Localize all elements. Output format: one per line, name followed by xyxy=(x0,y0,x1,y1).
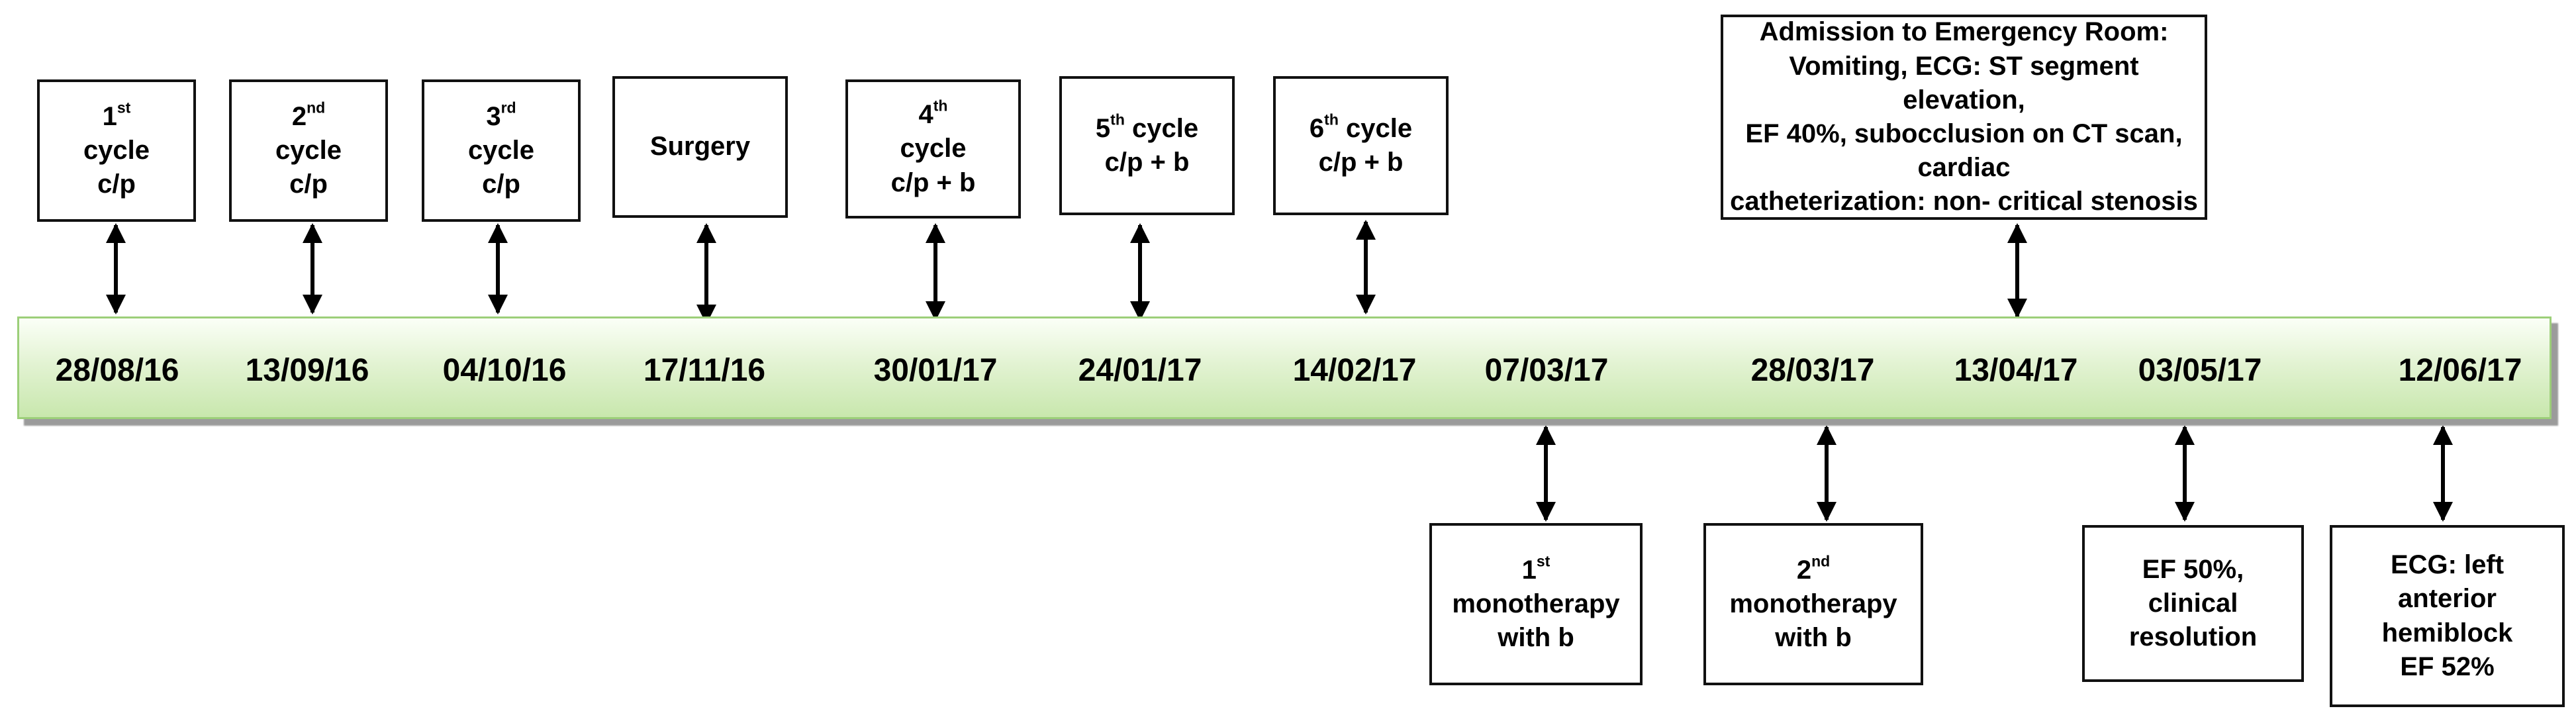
event-box-cycle-1: 1st cycle c/p xyxy=(37,79,196,222)
event-box-ef-50: EF 50%, clinical resolution xyxy=(2082,525,2304,682)
event-line: c/p xyxy=(289,169,328,199)
event-line: hemiblock xyxy=(2381,618,2513,648)
event-line: with b xyxy=(1775,623,1852,653)
event-line: anterior xyxy=(2398,584,2497,614)
event-line: cycle xyxy=(467,135,535,165)
timeline-date: 03/05/17 xyxy=(2138,353,2262,388)
timeline-date: 07/03/17 xyxy=(1484,353,1609,388)
event-line: with b xyxy=(1498,623,1574,653)
event-line: EF 50%, xyxy=(2142,554,2244,584)
event-line: 6th cycle xyxy=(1309,111,1413,143)
event-box-emergency-admission: Admission to Emergency Room: Vomiting, EC… xyxy=(1721,15,2207,220)
event-line: 1st xyxy=(1521,552,1550,585)
timeline-band xyxy=(17,316,2552,419)
event-line: c/p xyxy=(97,169,136,199)
timeline-date: 13/09/16 xyxy=(245,353,369,388)
event-line: Vomiting, ECG: ST segment elevation, xyxy=(1789,51,2139,115)
timeline-date: 30/01/17 xyxy=(873,353,998,388)
event-line: cycle xyxy=(83,135,150,165)
event-line: cycle xyxy=(275,135,342,165)
event-box-cycle-6: 6th cycle c/p + b xyxy=(1273,76,1449,215)
event-line: 3rd xyxy=(486,99,516,131)
event-box-ecg-hemiblock: ECG: left anterior hemiblock EF 52% xyxy=(2330,525,2565,707)
event-box-cycle-3: 3rd cycle c/p xyxy=(422,79,581,222)
timeline-date: 24/01/17 xyxy=(1078,353,1202,388)
event-line: ECG: left xyxy=(2390,550,2504,580)
event-line: clinical xyxy=(2148,588,2238,618)
event-line: resolution xyxy=(2128,622,2258,652)
event-line: c/p + b xyxy=(1318,148,1404,177)
timeline-date: 12/06/17 xyxy=(2398,353,2522,388)
event-line: c/p + b xyxy=(890,168,976,197)
timeline-date: 28/08/16 xyxy=(55,353,179,388)
timeline-date: 14/02/17 xyxy=(1292,353,1417,388)
event-box-cycle-5: 5th cycle c/p + b xyxy=(1059,76,1235,215)
event-box-monotherapy-2: 2nd monotherapy with b xyxy=(1703,523,1923,685)
event-line: EF 40%, subocclusion on CT scan, cardiac xyxy=(1745,119,2183,183)
event-line: monotherapy xyxy=(1452,589,1620,618)
event-line: 1st xyxy=(102,99,131,131)
event-box-cycle-4: 4th cycle c/p + b xyxy=(845,79,1021,218)
event-box-surgery: Surgery xyxy=(612,76,788,218)
event-line: cycle xyxy=(900,134,967,164)
event-line: 4th xyxy=(918,97,948,130)
event-line: 2nd xyxy=(1796,552,1831,585)
event-line: monotherapy xyxy=(1729,589,1897,618)
event-box-monotherapy-1: 1st monotherapy with b xyxy=(1429,523,1643,685)
event-line: 2nd xyxy=(291,99,326,131)
event-line: Surgery xyxy=(649,132,751,162)
timeline-date: 04/10/16 xyxy=(442,353,567,388)
event-box-cycle-2: 2nd cycle c/p xyxy=(229,79,388,222)
event-line: 5th cycle xyxy=(1095,111,1199,143)
timeline-date: 28/03/17 xyxy=(1750,353,1875,388)
event-line: Admission to Emergency Room: xyxy=(1759,17,2169,47)
event-line: c/p xyxy=(482,169,520,199)
timeline-date: 13/04/17 xyxy=(1954,353,2078,388)
event-line: c/p + b xyxy=(1104,148,1190,177)
timeline-date: 17/11/16 xyxy=(643,353,766,388)
event-line: catheterization: non- critical stenosis xyxy=(1730,187,2198,217)
event-line: EF 52% xyxy=(2400,652,2495,681)
